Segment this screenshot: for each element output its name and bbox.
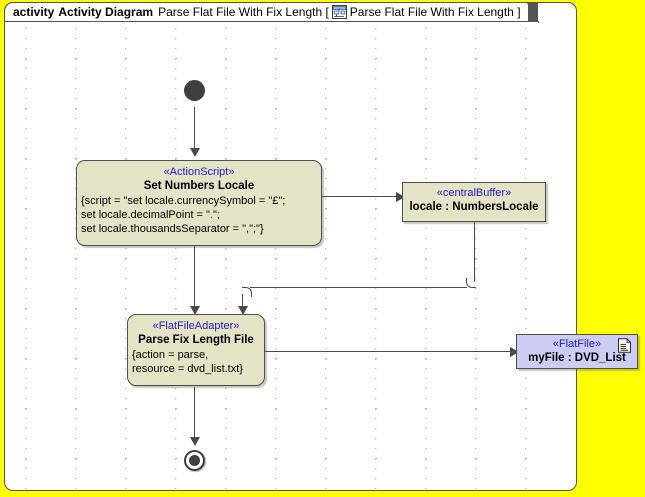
diagram-name: Parse Flat File With Fix Length [	[158, 5, 329, 19]
edge-action-to-buffer	[322, 196, 402, 197]
action-node-name: Set Numbers Locale	[143, 180, 255, 192]
stereotype-central-buffer: «centralBuffer»	[436, 187, 512, 199]
action-body-line-1: {script = "set locale.currencySymbol = "…	[81, 195, 286, 207]
object-node-name: locale : NumbersLocale	[409, 201, 539, 213]
action-node-parse-fix-length-file[interactable]: «FlatFileAdapter» Parse Fix Length File …	[127, 314, 265, 386]
edge-parse-to-file	[265, 351, 516, 352]
initial-node[interactable]	[184, 80, 205, 101]
document-icon	[617, 338, 633, 353]
action-node-set-numbers-locale[interactable]: «ActionScript» Set Numbers Locale {scrip…	[76, 160, 322, 246]
object-node-my-file[interactable]: «FlatFile» myFile : DVD_List	[516, 334, 638, 369]
stereotype-flat-file-adapter: «FlatFileAdapter»	[152, 320, 240, 332]
edge-parse-to-final	[194, 387, 195, 439]
action-body-line-3: set locale.thousandsSeparator = ",";"}	[81, 223, 264, 235]
activity-final-node[interactable]	[184, 450, 205, 471]
diagram-frame	[4, 2, 577, 491]
object-node-locale-buffer[interactable]: «centralBuffer» locale : NumbersLocale	[402, 182, 546, 222]
diagram-title-tab[interactable]: activity Activity Diagram Parse Flat Fil…	[4, 2, 539, 23]
file-node-name: myFile : DVD_List	[528, 352, 626, 364]
arrowhead-action-to-parse	[190, 306, 200, 315]
diagram-qualified-name: Parse Flat File With Fix Length ]	[349, 5, 521, 19]
arrowhead-parse-to-file	[510, 347, 519, 357]
activity-diagram-icon	[331, 5, 347, 19]
edge-buffer-corner-left	[242, 287, 252, 297]
diagram-keyword: activity	[13, 5, 55, 19]
action-body-line-2: set locale.decimalPoint = ".";	[81, 209, 220, 221]
arrowhead-buffer-to-parse	[238, 306, 248, 315]
stereotype-flat-file: «FlatFile»	[552, 338, 602, 350]
parse-body-line-1: {action = parse,	[132, 349, 209, 361]
arrowhead-parse-to-final	[190, 437, 200, 446]
arrowhead-action-to-buffer	[396, 192, 405, 202]
edge-initial-to-action	[194, 107, 195, 149]
parse-node-name: Parse Fix Length File	[138, 334, 254, 346]
stereotype-action-script: «ActionScript»	[163, 166, 235, 178]
edge-buffer-to-parse-horizontal	[250, 287, 467, 288]
arrowhead-initial-to-action	[190, 148, 200, 157]
edge-action-to-parse	[194, 246, 195, 309]
edge-buffer-down	[474, 222, 475, 282]
parse-body-line-2: resource = dvd_list.txt}	[132, 363, 243, 375]
diagram-type-label: Activity Diagram	[58, 5, 154, 19]
activity-final-node-inner	[189, 455, 200, 466]
edge-buffer-to-parse-vertical	[242, 294, 243, 309]
edge-buffer-corner-right	[466, 278, 476, 288]
design-grid	[6, 4, 575, 489]
